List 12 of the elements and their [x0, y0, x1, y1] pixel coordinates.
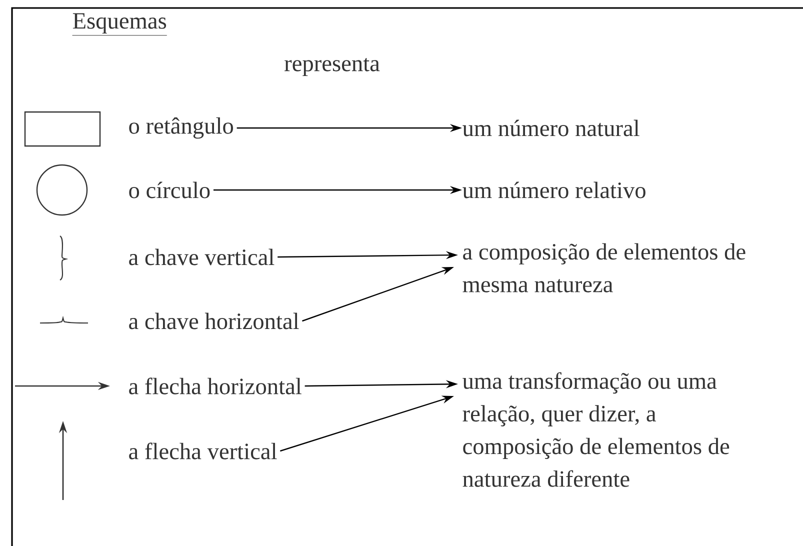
- symbol-label: a chave horizontal: [129, 312, 299, 330]
- symbol-label: a flecha horizontal: [129, 378, 302, 394]
- meaning-text: um número natural: [462, 120, 640, 136]
- column-label: representa: [284, 58, 380, 76]
- meaning-text: um número relativo: [462, 182, 646, 198]
- heading: Esquemas: [72, 13, 168, 36]
- meaning-text: a composição de elementos de mesma natureza: [462, 243, 746, 292]
- symbol-label: o retângulo: [129, 117, 233, 139]
- meaning-text: uma transformação ou uma relação, quer dizer, a composição de elementos de natureza diferente: [462, 372, 730, 487]
- symbol-label: a flecha vertical: [129, 442, 277, 460]
- symbol-label: a chave vertical: [129, 248, 274, 266]
- symbol-label: o círculo: [129, 182, 210, 198]
